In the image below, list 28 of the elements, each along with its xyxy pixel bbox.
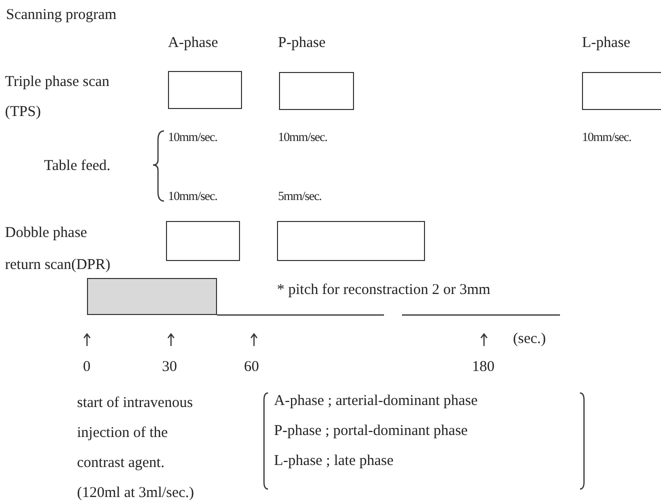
legend-text: L-phase ; late phase — [274, 452, 394, 470]
row-heading: Triple phase scan (TPS) — [5, 73, 110, 122]
speed-value: 10mm/sec. — [278, 129, 328, 146]
row-heading: Dobble phase return scan(DPR) — [5, 224, 112, 275]
scan-box — [277, 221, 425, 261]
scan-box — [166, 221, 240, 261]
time-value: 30 — [162, 358, 177, 376]
speed-value: 10mm/sec. — [168, 188, 218, 205]
scan-box — [582, 72, 661, 110]
note: start of intravenous injection of the contrast agent. (120ml at 3ml/sec.) — [77, 394, 196, 502]
column-heading: A-phase — [168, 34, 218, 52]
row-heading: Table feed. — [44, 157, 110, 175]
time-value: 60 — [244, 358, 259, 376]
title: Scanning program — [6, 6, 116, 24]
scan-box — [168, 71, 242, 109]
note: * pitch for reconstraction 2 or 3mm — [277, 281, 490, 299]
column-heading: P-phase — [278, 34, 326, 52]
legend-text: A-phase ; arterial-dominant phase — [274, 392, 478, 410]
speed-value: 10mm/sec. — [582, 129, 632, 146]
scan-bar — [87, 278, 217, 315]
legend-text: P-phase ; portal-dominant phase — [274, 422, 468, 440]
time-value: 0 — [83, 358, 90, 376]
speed-value: 10mm/sec. — [168, 129, 218, 146]
scan-box — [279, 72, 354, 110]
time-value: 180 — [472, 358, 494, 376]
unit-label: (sec.) — [513, 330, 546, 348]
column-heading: L-phase — [582, 34, 630, 52]
speed-value: 5mm/sec. — [278, 188, 322, 205]
